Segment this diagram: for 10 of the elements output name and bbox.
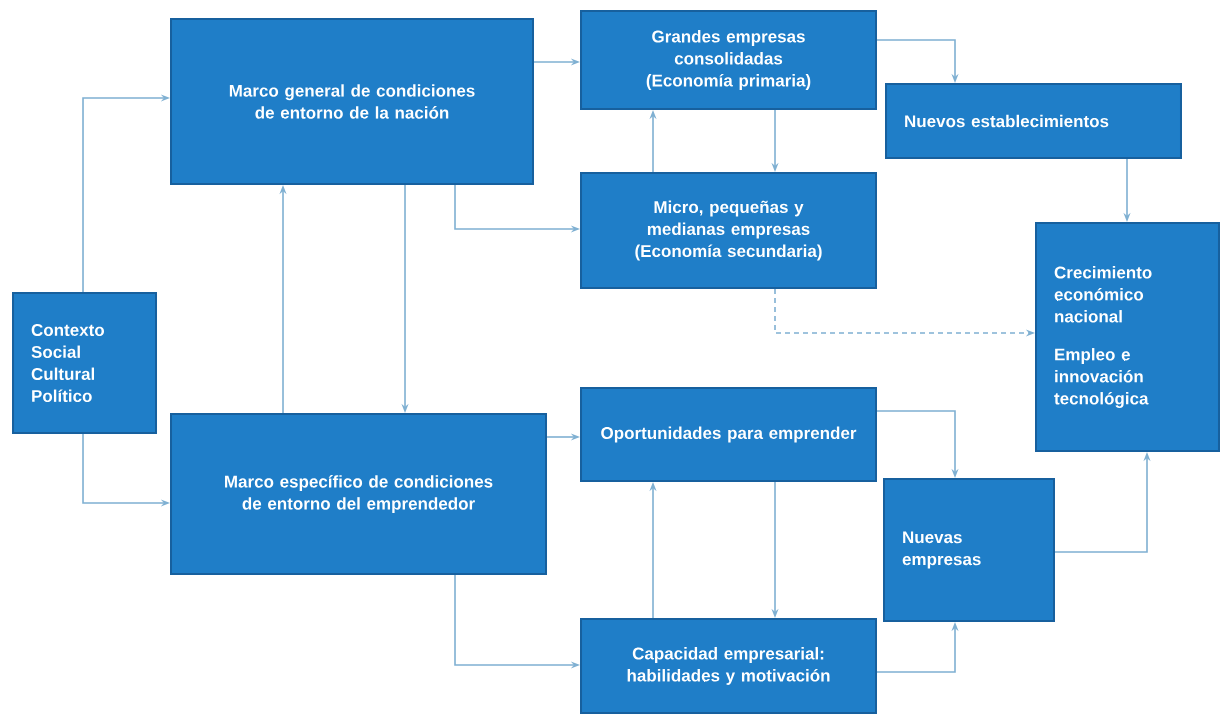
process-box: Capacidad empresarial: habilidades y motivación [580,618,877,714]
process-box: Crecimiento económico nacional Empleo e innovación tecnológica [1035,222,1220,452]
process-box: Contexto Social Cultural Político [12,292,157,434]
process-box: Grandes empresas consolidadas (Economía primaria) [580,10,877,110]
process-box: Nuevas empresas [883,478,1055,622]
process-box: Oportunidades para emprender [580,387,877,482]
process-box: Marco específico de condiciones de entorno del emprendedor [170,413,547,575]
process-box: Micro, pequeñas y medianas empresas (Economía secundaria) [580,172,877,289]
process-box: Nuevos establecimientos [885,83,1182,159]
process-box: Marco general de condiciones de entorno de la nación [170,18,534,185]
